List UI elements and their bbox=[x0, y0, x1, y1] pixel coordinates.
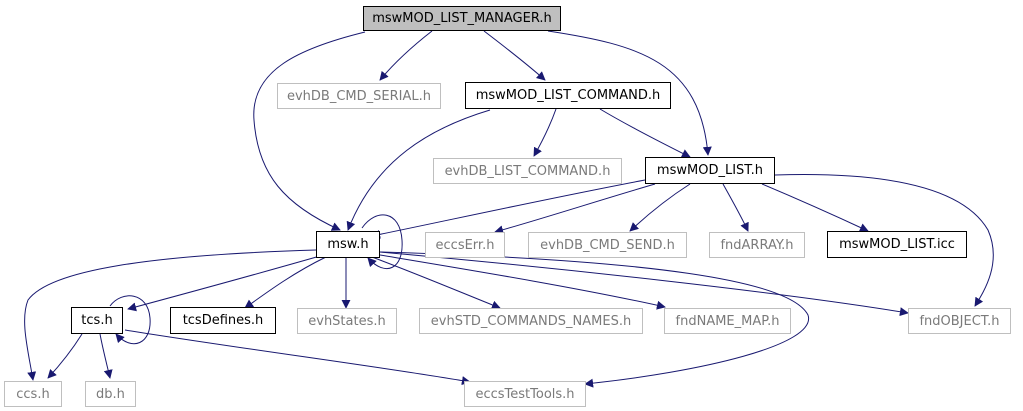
node-label: fndOBJECT.h bbox=[919, 313, 1000, 329]
edge-mswMOD_LIST_MANAGER_h-evhDB_CMD_SERIAL_h bbox=[379, 30, 433, 81]
node-fndARRAY_h: fndARRAY.h bbox=[709, 232, 805, 258]
edge-mswMOD_LIST_h-eccsErr_h bbox=[494, 183, 656, 235]
node-label: mswMOD_LIST.icc bbox=[839, 237, 955, 252]
node-label: fndNAME_MAP.h bbox=[675, 313, 780, 329]
edge-mswMOD_LIST_COMMAND_h-mswMOD_LIST_h bbox=[599, 108, 691, 158]
node-label: msw.h bbox=[327, 237, 369, 252]
node-tcsDefines_h[interactable]: tcsDefines.h bbox=[170, 307, 276, 334]
node-label: evhSTD_COMMANDS_NAMES.h bbox=[430, 313, 632, 329]
node-msw_h[interactable]: msw.h bbox=[316, 231, 380, 258]
edge-msw_h-tcsDefines_h bbox=[244, 256, 327, 309]
node-label: tcsDefines.h bbox=[182, 313, 264, 328]
node-evhStates_h: evhStates.h bbox=[297, 308, 397, 334]
node-label: evhDB_CMD_SERIAL.h bbox=[286, 88, 431, 104]
node-eccsErr_h: eccsErr.h bbox=[425, 232, 505, 258]
edge-msw_h-ccs_h bbox=[24, 249, 317, 381]
node-label: ccs.h bbox=[16, 386, 50, 402]
edge-mswMOD_LIST_COMMAND_h-msw_h bbox=[346, 109, 491, 231]
node-mswMOD_LIST_COMMAND_h[interactable]: mswMOD_LIST_COMMAND.h bbox=[465, 82, 671, 109]
node-mswMOD_LIST_icc[interactable]: mswMOD_LIST.icc bbox=[827, 231, 967, 258]
node-label: tcs.h bbox=[81, 313, 113, 328]
node-label: eccsTestTools.h bbox=[475, 386, 575, 402]
node-evhDB_CMD_SEND_h: evhDB_CMD_SEND.h bbox=[528, 232, 687, 258]
edge-tcs_h-ccs_h bbox=[47, 333, 83, 379]
edge-mswMOD_LIST_h-mswMOD_LIST_icc bbox=[761, 183, 869, 232]
node-evhSTD_COMMANDS_NAMES_h: evhSTD_COMMANDS_NAMES.h bbox=[419, 308, 643, 334]
edge-mswMOD_LIST_COMMAND_h-evhDB_LIST_COMMAND_h bbox=[533, 108, 557, 157]
node-label: evhDB_LIST_COMMAND.h bbox=[444, 163, 611, 179]
node-mswMOD_LIST_MANAGER_h: mswMOD_LIST_MANAGER.h bbox=[363, 6, 561, 31]
node-mswMOD_LIST_h[interactable]: mswMOD_LIST.h bbox=[645, 157, 775, 184]
edge-mswMOD_LIST_MANAGER_h-mswMOD_LIST_COMMAND_h bbox=[483, 30, 546, 81]
node-fndNAME_MAP_h: fndNAME_MAP.h bbox=[664, 308, 791, 334]
edge-tcs_h-tcs_h bbox=[109, 295, 151, 345]
edge-mswMOD_LIST_h-fndARRAY_h bbox=[722, 183, 749, 232]
edge-mswMOD_LIST_MANAGER_h-mswMOD_LIST_h bbox=[547, 30, 712, 156]
edge-mswMOD_LIST_h-evhDB_CMD_SEND_h bbox=[629, 183, 691, 232]
edge-msw_h-fndNAME_MAP_h bbox=[379, 254, 666, 310]
node-fndOBJECT_h: fndOBJECT.h bbox=[908, 308, 1011, 334]
node-ccs_h: ccs.h bbox=[4, 381, 62, 407]
node-tcs_h[interactable]: tcs.h bbox=[71, 307, 123, 334]
node-label: mswMOD_LIST.h bbox=[656, 163, 764, 178]
node-eccsTestTools_h: eccsTestTools.h bbox=[464, 381, 586, 407]
node-label: mswMOD_LIST_MANAGER.h bbox=[372, 11, 552, 26]
node-evhDB_LIST_COMMAND_h: evhDB_LIST_COMMAND.h bbox=[433, 158, 622, 184]
edge-mswMOD_LIST_h-msw_h bbox=[371, 179, 646, 239]
edge-tcs_h-db_h bbox=[99, 333, 113, 379]
edge-msw_h-tcs_h bbox=[127, 255, 321, 312]
edge-tcs_h-eccsTestTools_h bbox=[124, 329, 471, 386]
edge-msw_h-msw_h bbox=[361, 214, 403, 269]
node-label: eccsErr.h bbox=[435, 237, 495, 253]
edge-msw_h-eccsTestTools_h bbox=[379, 251, 809, 388]
edge-msw_h-fndOBJECT_h bbox=[379, 251, 909, 317]
node-label: db.h bbox=[96, 386, 125, 402]
edges bbox=[24, 30, 994, 388]
node-label: fndARRAY.h bbox=[720, 237, 794, 253]
node-evhDB_CMD_SERIAL_h: evhDB_CMD_SERIAL.h bbox=[277, 83, 441, 109]
node-label: mswMOD_LIST_COMMAND.h bbox=[475, 88, 661, 103]
edge-mswMOD_LIST_h-fndOBJECT_h bbox=[774, 174, 994, 307]
node-label: evhStates.h bbox=[308, 313, 386, 329]
node-db_h: db.h bbox=[85, 381, 136, 407]
edge-msw_h-evhSTD_COMMANDS_NAMES_h bbox=[371, 256, 501, 310]
edge-mswMOD_LIST_MANAGER_h-msw_h bbox=[253, 31, 366, 231]
node-label: evhDB_CMD_SEND.h bbox=[540, 237, 675, 253]
